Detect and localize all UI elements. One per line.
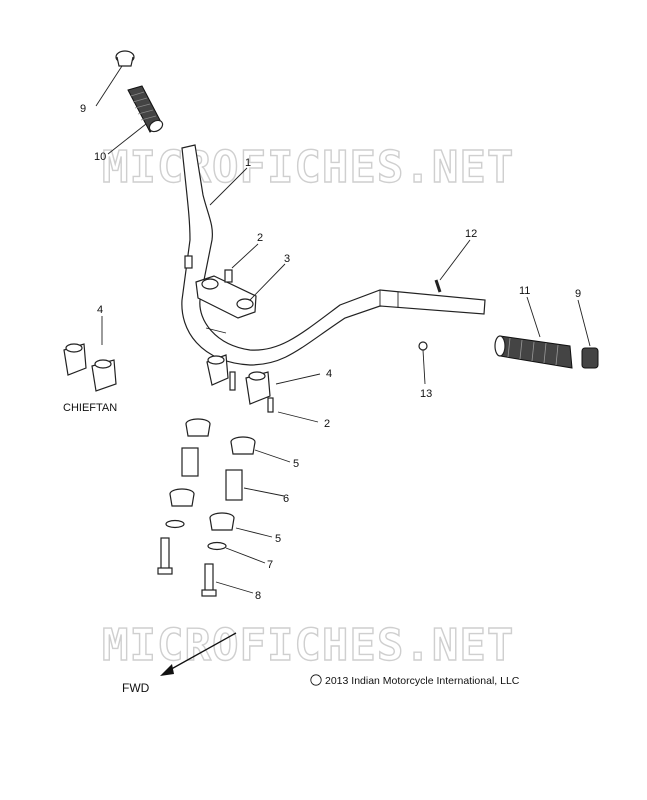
riser-part-4-center bbox=[206, 354, 274, 413]
callout-11: 11 bbox=[519, 285, 530, 297]
callout-8: 8 bbox=[255, 590, 261, 602]
callout-1: 1 bbox=[245, 157, 251, 169]
spacer-part-6-right bbox=[225, 469, 243, 501]
riser-part-4-chieftan bbox=[63, 343, 117, 392]
pin-part-12 bbox=[434, 279, 442, 293]
right-grip-part-11 bbox=[494, 335, 573, 369]
watermark-top: MICROFICHES.NET bbox=[102, 142, 514, 193]
nut-part-13 bbox=[418, 341, 428, 351]
callout-2-upper: 2 bbox=[257, 232, 263, 244]
end-cap-part-9-right bbox=[581, 347, 599, 369]
callout-5-lower: 5 bbox=[275, 533, 281, 545]
variant-label: CHIEFTAN bbox=[63, 402, 117, 414]
callout-2-lower: 2 bbox=[324, 418, 330, 430]
washer-part-7 bbox=[165, 519, 227, 551]
callout-13: 13 bbox=[420, 388, 432, 400]
bolt-part-8 bbox=[157, 537, 217, 597]
bushing-part-5-left-lower bbox=[169, 488, 195, 507]
watermark-bottom: MICROFICHES.NET bbox=[102, 620, 514, 671]
callout-10: 10 bbox=[94, 151, 106, 163]
callout-7: 7 bbox=[267, 559, 273, 571]
callout-3: 3 bbox=[284, 253, 290, 265]
callout-12: 12 bbox=[465, 228, 477, 240]
bushing-part-5-right-upper bbox=[230, 436, 256, 455]
left-grip-part-10 bbox=[127, 85, 164, 133]
spacer-part-6-left bbox=[181, 447, 199, 477]
callout-4-chieftan: 4 bbox=[97, 304, 103, 316]
callout-4: 4 bbox=[326, 368, 332, 380]
forward-arrow bbox=[160, 632, 237, 676]
callout-9-left: 9 bbox=[80, 103, 86, 115]
end-cap-part-9-left bbox=[115, 50, 135, 67]
callout-6: 6 bbox=[283, 493, 289, 505]
leader-lines bbox=[95, 65, 591, 594]
riser-clamp-part-3 bbox=[195, 275, 257, 319]
copyright-text: 2013 Indian Motorcycle International, LL… bbox=[325, 675, 520, 687]
fwd-label: FWD bbox=[122, 681, 150, 695]
bolt-part-2-upper bbox=[184, 255, 233, 283]
handlebar-part-1 bbox=[181, 144, 486, 366]
callout-5-upper: 5 bbox=[293, 458, 299, 470]
bushing-part-5-right-lower bbox=[209, 512, 235, 531]
bushing-part-5-left-upper bbox=[185, 418, 211, 437]
callout-9-right: 9 bbox=[575, 288, 581, 300]
copyright: © 2013 Indian Motorcycle International, … bbox=[310, 674, 520, 687]
